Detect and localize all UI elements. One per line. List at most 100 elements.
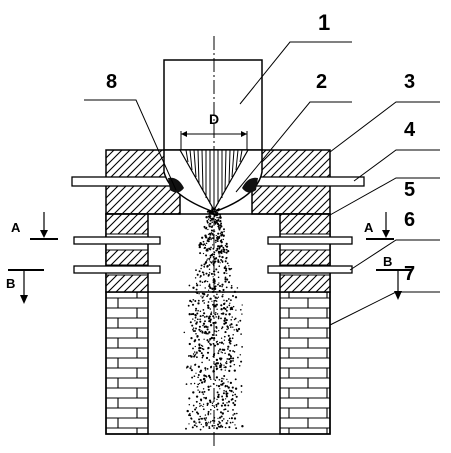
powder-particle (215, 367, 219, 370)
powder-particle (215, 427, 219, 430)
powder-particle (207, 412, 210, 415)
powder-particle (196, 292, 199, 295)
powder-particle (207, 306, 210, 309)
powder-particle (206, 351, 210, 354)
powder-particle (225, 299, 228, 302)
powder-particle (213, 420, 216, 422)
powder-particle (209, 339, 211, 341)
powder-particle (220, 241, 223, 244)
powder-particle (234, 296, 238, 299)
powder-particle (202, 377, 205, 380)
powder-particle (224, 302, 226, 304)
powder-particle (214, 379, 217, 382)
powder-particle (210, 378, 212, 381)
powder-particle (216, 313, 219, 315)
powder-particle (195, 282, 198, 285)
powder-particle (212, 270, 216, 273)
powder-particle (188, 313, 191, 316)
powder-particle (214, 313, 217, 316)
powder-particle (213, 363, 215, 365)
powder-particle (216, 398, 218, 401)
powder-particle (199, 280, 202, 283)
powder-particle (204, 234, 207, 237)
powder-particle (225, 319, 228, 322)
powder-particle (224, 245, 227, 247)
powder-particle (226, 402, 228, 404)
powder-particle (195, 422, 197, 424)
powder-particle (196, 351, 198, 354)
powder-particle (222, 234, 225, 237)
powder-particle (222, 293, 224, 296)
powder-particle (189, 321, 192, 324)
powder-particle (223, 366, 225, 369)
powder-particle (218, 228, 221, 231)
powder-particle (211, 287, 214, 290)
powder-particle (207, 385, 210, 388)
powder-particle (205, 376, 208, 378)
powder-particle (230, 398, 233, 401)
powder-particle (192, 347, 194, 350)
powder-particle (194, 408, 197, 411)
powder-particle (219, 232, 222, 235)
powder-particle (191, 324, 194, 327)
powder-particle (215, 268, 218, 271)
powder-particle (223, 409, 225, 411)
powder-particle (225, 390, 228, 393)
powder-particle (235, 412, 238, 415)
powder-particle (207, 410, 210, 413)
powder-particle (216, 213, 219, 216)
powder-particle (209, 286, 212, 290)
powder-particle (199, 415, 201, 418)
powder-particle (212, 247, 215, 250)
powder-particle (206, 280, 209, 283)
powder-particle (190, 300, 193, 303)
powder-particle (207, 301, 210, 303)
powder-particle (209, 321, 212, 323)
powder-particle (216, 342, 219, 346)
powder-particle (186, 409, 189, 413)
powder-particle (200, 295, 202, 297)
powder-particle (199, 318, 201, 321)
powder-particle (193, 354, 196, 357)
powder-particle (205, 254, 208, 257)
callout-1: 1 (318, 10, 330, 35)
powder-particle (196, 356, 198, 359)
powder-particle (209, 324, 213, 327)
powder-particle (213, 280, 216, 283)
powder-particle (209, 319, 212, 322)
powder-particle (226, 306, 229, 308)
powder-particle (209, 385, 212, 387)
powder-particle (217, 395, 220, 399)
powder-particle (210, 246, 212, 249)
powder-particle (208, 427, 211, 430)
powder-particle (228, 337, 231, 340)
powder-particle (227, 345, 230, 348)
powder-particle (233, 290, 237, 294)
powder-particle (226, 272, 228, 275)
powder-particle (227, 250, 230, 253)
powder-particle (218, 378, 221, 381)
powder-particle (223, 390, 225, 392)
powder-particle (199, 398, 203, 401)
powder-particle (217, 385, 221, 388)
powder-particle (231, 394, 234, 397)
powder-particle (215, 241, 217, 244)
powder-particle (230, 299, 232, 302)
powder-particle (220, 404, 223, 407)
powder-particle (215, 209, 218, 212)
powder-particle (201, 345, 204, 347)
powder-particle (227, 281, 231, 284)
powder-particle (209, 222, 212, 225)
powder-particle (208, 224, 210, 226)
powder-particle (203, 263, 206, 266)
powder-particle (202, 240, 205, 243)
powder-particle (214, 223, 217, 225)
powder-particle (202, 324, 204, 327)
powder-particle (234, 378, 237, 381)
powder-particle (220, 380, 223, 383)
powder-particle (207, 289, 210, 291)
powder-particle (215, 221, 218, 224)
powder-particle (219, 219, 222, 223)
powder-particle (232, 408, 234, 411)
powder-particle (216, 384, 218, 387)
